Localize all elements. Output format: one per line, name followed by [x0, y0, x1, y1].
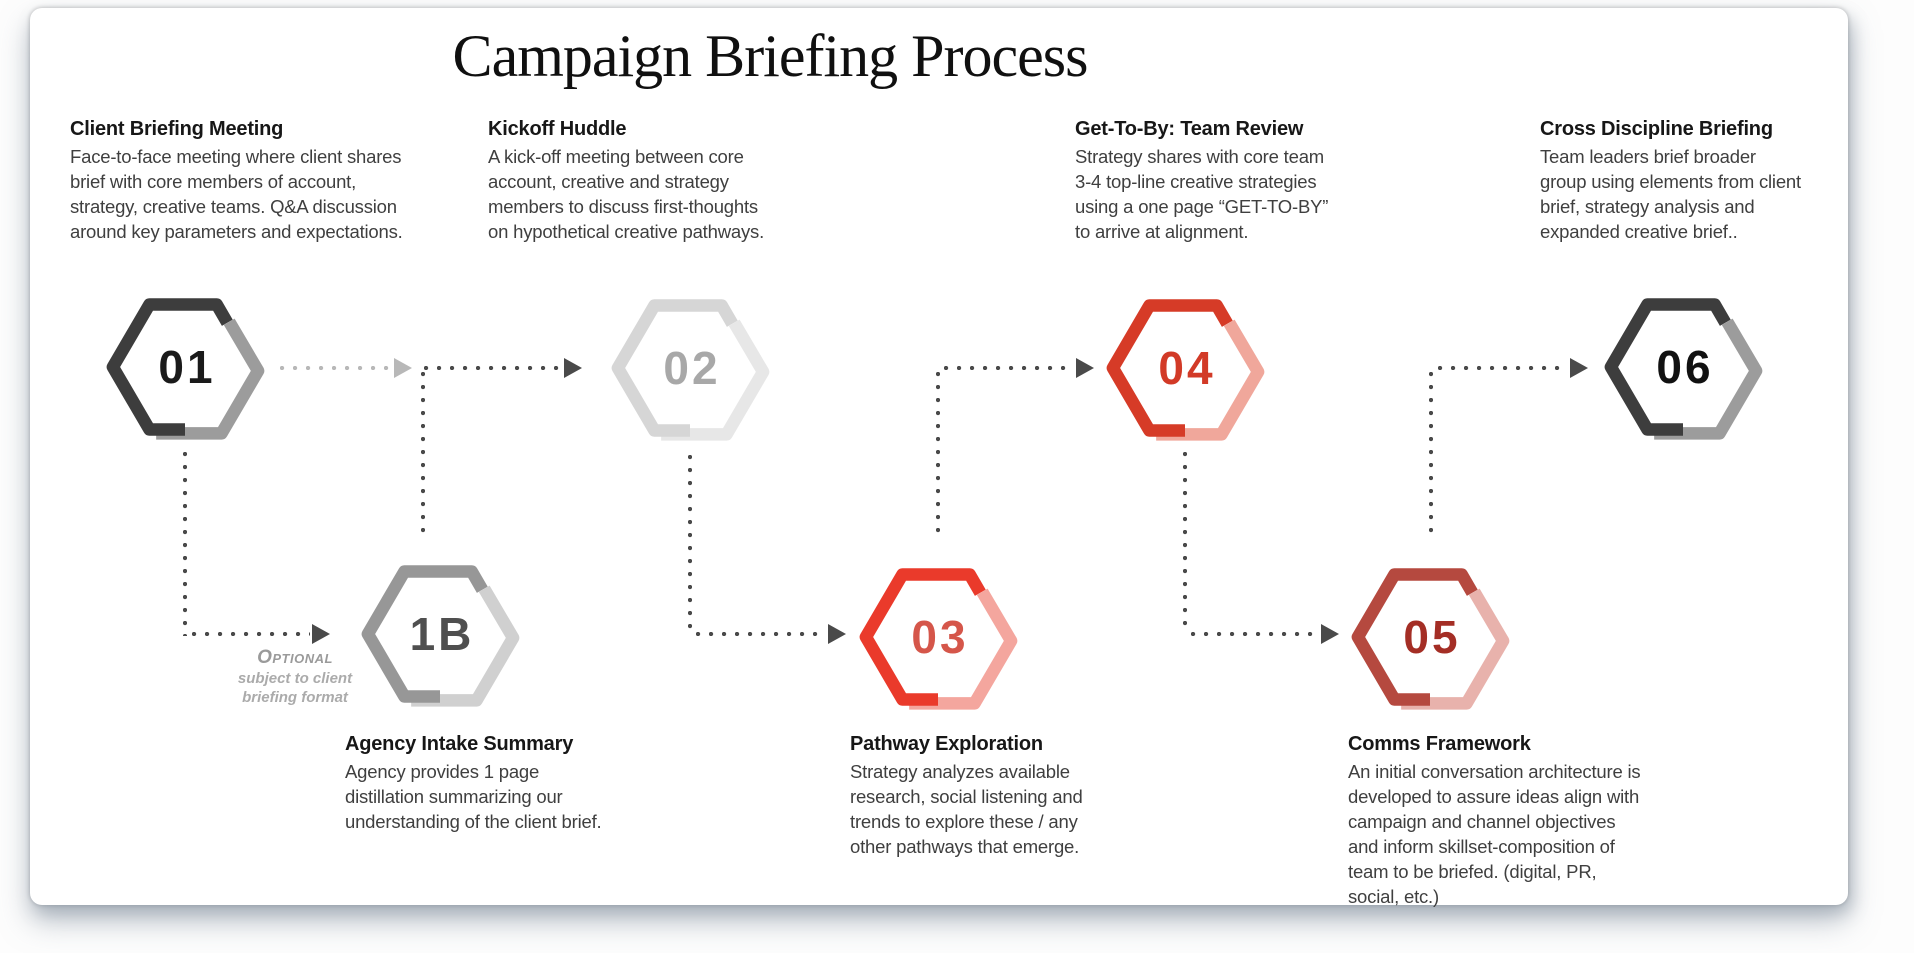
connector-04-to-05-vertical [1183, 452, 1187, 634]
step-04-textblock: Get-To-By: Team Review Strategy shares w… [1075, 118, 1375, 244]
slide-card: Campaign Briefing Process Client Briefin… [30, 8, 1848, 907]
step-06-textblock: Cross Discipline Briefing Team leaders b… [1540, 118, 1840, 244]
step-1b-description: Agency provides 1 page distillation summ… [345, 761, 602, 832]
connector-03-to-04-vertical [936, 372, 940, 538]
step-05-hexagon: 05 [1350, 562, 1510, 712]
step-04-hexagon: 04 [1105, 293, 1265, 443]
arrowhead-right-icon [1321, 624, 1339, 644]
connector-01-to-1b-vertical [183, 452, 187, 636]
hexagon-shape-icon [1106, 299, 1265, 441]
arrowhead-right-icon [394, 358, 412, 378]
arrowhead-right-icon [828, 624, 846, 644]
page-title: Campaign Briefing Process [452, 23, 1089, 89]
step-02-hexagon: 02 [610, 293, 770, 443]
connector-02-to-03-vertical [688, 455, 692, 633]
step-01-textblock: Client Briefing Meeting Face-to-face mee… [70, 118, 440, 244]
step-01-number: 01 [158, 341, 216, 393]
step-06-hexagon: 06 [1603, 292, 1763, 442]
hexagon-shape-icon [106, 298, 265, 440]
hexagon-shape-icon [1351, 568, 1510, 710]
step-03-textblock: Pathway Exploration Strategy analyzes av… [850, 733, 1140, 859]
step-03-title: Pathway Exploration [850, 733, 1043, 755]
step-03-hexagon: 03 [858, 562, 1018, 712]
step-06-number: 06 [1656, 341, 1714, 393]
step-1b-title: Agency Intake Summary [345, 733, 574, 755]
step-05-title: Comms Framework [1348, 733, 1531, 755]
step-02-number: 02 [663, 342, 721, 394]
step-01-hexagon: 01 [105, 292, 265, 442]
connector-05-to-06-vertical [1429, 372, 1433, 538]
connector-04-to-05-horizontal [1191, 632, 1319, 636]
step-1b-textblock: Agency Intake Summary Agency provides 1 … [345, 733, 645, 834]
arrowhead-right-icon [312, 624, 330, 644]
optional-note-line2: subject to client [237, 670, 353, 687]
hexagon-shape-icon [859, 568, 1018, 710]
step-04-description: Strategy shares with core team 3-4 top-l… [1075, 146, 1329, 242]
step-02-description: A kick-off meeting between core account,… [488, 146, 765, 242]
step-01-description: Face-to-face meeting where client shares… [70, 146, 403, 242]
optional-note-line1: Optional [257, 647, 333, 668]
step-05-textblock: Comms Framework An initial conversation … [1348, 733, 1678, 909]
step-05-description: An initial conversation architecture is … [1348, 761, 1641, 907]
optional-note: Optional subject to client briefing form… [205, 646, 385, 707]
connector-01-to-02-dotted-line [280, 366, 392, 370]
connector-1b-to-02-horizontal [424, 366, 562, 370]
step-03-number: 03 [911, 611, 969, 663]
arrowhead-right-icon [1076, 358, 1094, 378]
step-04-number: 04 [1158, 342, 1216, 394]
step-06-description: Team leaders brief broader group using e… [1540, 146, 1801, 242]
connector-05-to-06-horizontal [1438, 366, 1568, 370]
hexagon-shape-icon [1604, 298, 1763, 440]
step-02-textblock: Kickoff Huddle A kick-off meeting betwee… [488, 118, 798, 244]
step-01-title: Client Briefing Meeting [70, 118, 284, 140]
step-1b-number: 1B [409, 608, 475, 660]
connector-1b-to-02-vertical [421, 372, 425, 534]
step-06-title: Cross Discipline Briefing [1540, 118, 1773, 140]
step-02-title: Kickoff Huddle [488, 118, 627, 140]
optional-note-line3: briefing format [242, 689, 348, 706]
hexagon-shape-icon [361, 565, 520, 707]
connector-03-to-04-horizontal [944, 366, 1074, 370]
arrowhead-right-icon [1570, 358, 1588, 378]
connector-01-to-1b-horizontal [192, 632, 310, 636]
hexagon-shape-icon [611, 299, 770, 441]
step-04-title: Get-To-By: Team Review [1075, 118, 1304, 140]
connector-02-to-03-horizontal [696, 632, 826, 636]
step-1b-hexagon: 1B [360, 559, 520, 709]
arrowhead-right-icon [564, 358, 582, 378]
step-05-number: 05 [1403, 611, 1461, 663]
step-03-description: Strategy analyzes available research, so… [850, 761, 1083, 857]
